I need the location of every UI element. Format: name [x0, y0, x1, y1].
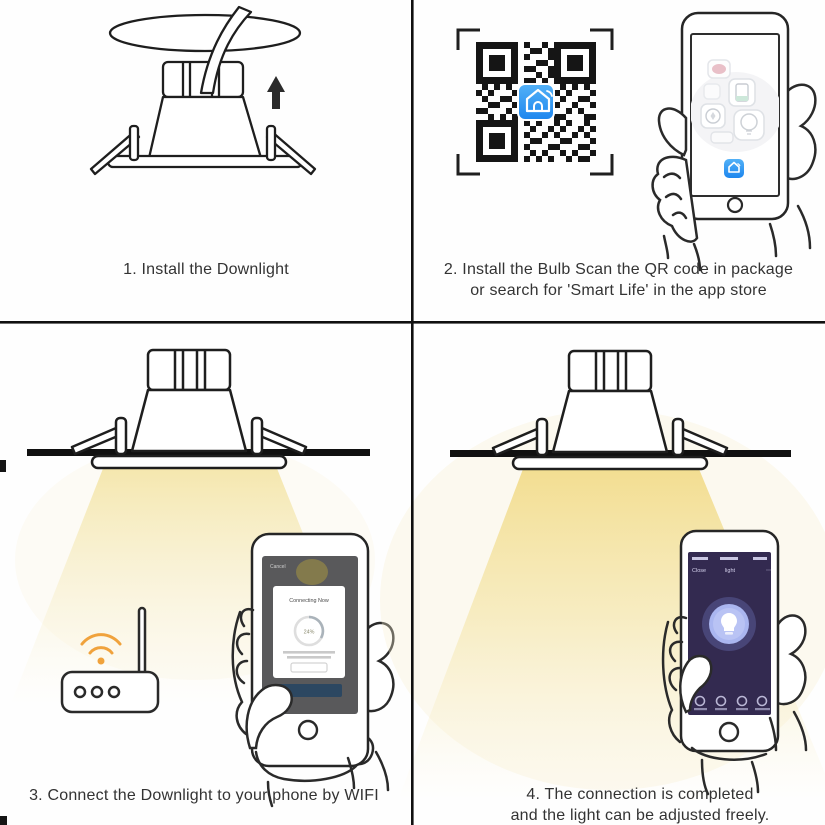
- smart-life-app-icon: [517, 83, 555, 121]
- home-button-icon: [297, 719, 319, 741]
- caption-step1: 1. Install the Downlight: [123, 261, 289, 278]
- hand-thumb-left: [231, 607, 390, 808]
- connecting-dialog-title: Connecting Now: [289, 598, 329, 604]
- caption-step2-line2: or search for 'Smart Life' in the app st…: [470, 282, 767, 299]
- ceiling-line: [27, 449, 370, 456]
- caption-step2-line1: 2. Install the Bulb Scan the QR code in …: [443, 261, 794, 278]
- phone-in-hand-step3: Cancel Connecting Now 24%: [231, 532, 395, 808]
- hand-thumb-left: [651, 107, 812, 272]
- caption-step3: 3. Connect the Downlight to your phone b…: [29, 787, 379, 804]
- hand-fingers-right: [360, 621, 395, 713]
- home-button-icon: [718, 721, 740, 743]
- edge-artifact: [0, 816, 7, 825]
- panel4: Close light ⋯: [380, 349, 825, 800]
- progress-percent: 24%: [304, 630, 315, 636]
- white-mode-icon: [694, 695, 706, 707]
- divider-vertical: [411, 0, 414, 825]
- wifi-router: [60, 606, 160, 714]
- panel3: Cancel Connecting Now 24%: [10, 348, 395, 808]
- caption-step2: 2. Install the Bulb Scan the QR code in …: [417, 259, 820, 301]
- status-bar: [692, 557, 767, 560]
- lamp-glow-on-screen: [296, 559, 328, 585]
- hand-thumb-left: [661, 615, 808, 796]
- edge-artifact: [0, 460, 6, 472]
- phone-in-hand-step2: [651, 11, 817, 272]
- scene-mode-icon: [736, 695, 748, 707]
- bulb-glow-icon: [702, 597, 756, 651]
- power-cable: [199, 5, 253, 95]
- up-arrow-icon: [267, 76, 285, 109]
- qr-modules: [476, 42, 596, 162]
- screen-title: light: [725, 568, 736, 574]
- connect-primary-button: [276, 684, 342, 697]
- wifi-signal-icon: [80, 633, 122, 665]
- divider-horizontal: [0, 321, 825, 324]
- bottom-nav-icons: [694, 695, 768, 707]
- caption-step4-line1: 4. The connection is completed: [526, 786, 754, 803]
- connecting-dialog: Connecting Now 24%: [273, 586, 345, 678]
- dialog-secondary-button: [290, 662, 328, 673]
- qr-corner-brackets: [456, 28, 614, 176]
- qr-code: [456, 28, 614, 176]
- ceiling-hole-disc: [108, 13, 302, 53]
- progress-circle: 24%: [293, 615, 325, 647]
- phone-in-hand-step4: Close light ⋯: [661, 529, 808, 796]
- hand-fingers-right: [774, 614, 807, 706]
- caption-step4: 4. The connection is completed and the l…: [445, 784, 825, 825]
- cancel-label: Cancel: [270, 564, 286, 570]
- color-mode-icon: [715, 695, 727, 707]
- schedule-icon: [756, 695, 768, 707]
- app-icons-faint: [691, 59, 779, 178]
- lamp-body: [147, 95, 263, 160]
- more-icon: ⋯: [766, 568, 772, 574]
- close-label: Close: [692, 568, 706, 574]
- caption-step4-line2: and the light can be adjusted freely.: [510, 807, 770, 824]
- ceiling-line: [450, 450, 791, 457]
- panel1-downlight-drawing: [89, 5, 317, 176]
- smart-life-app-icon-small: [724, 159, 744, 178]
- home-button-icon: [726, 196, 744, 214]
